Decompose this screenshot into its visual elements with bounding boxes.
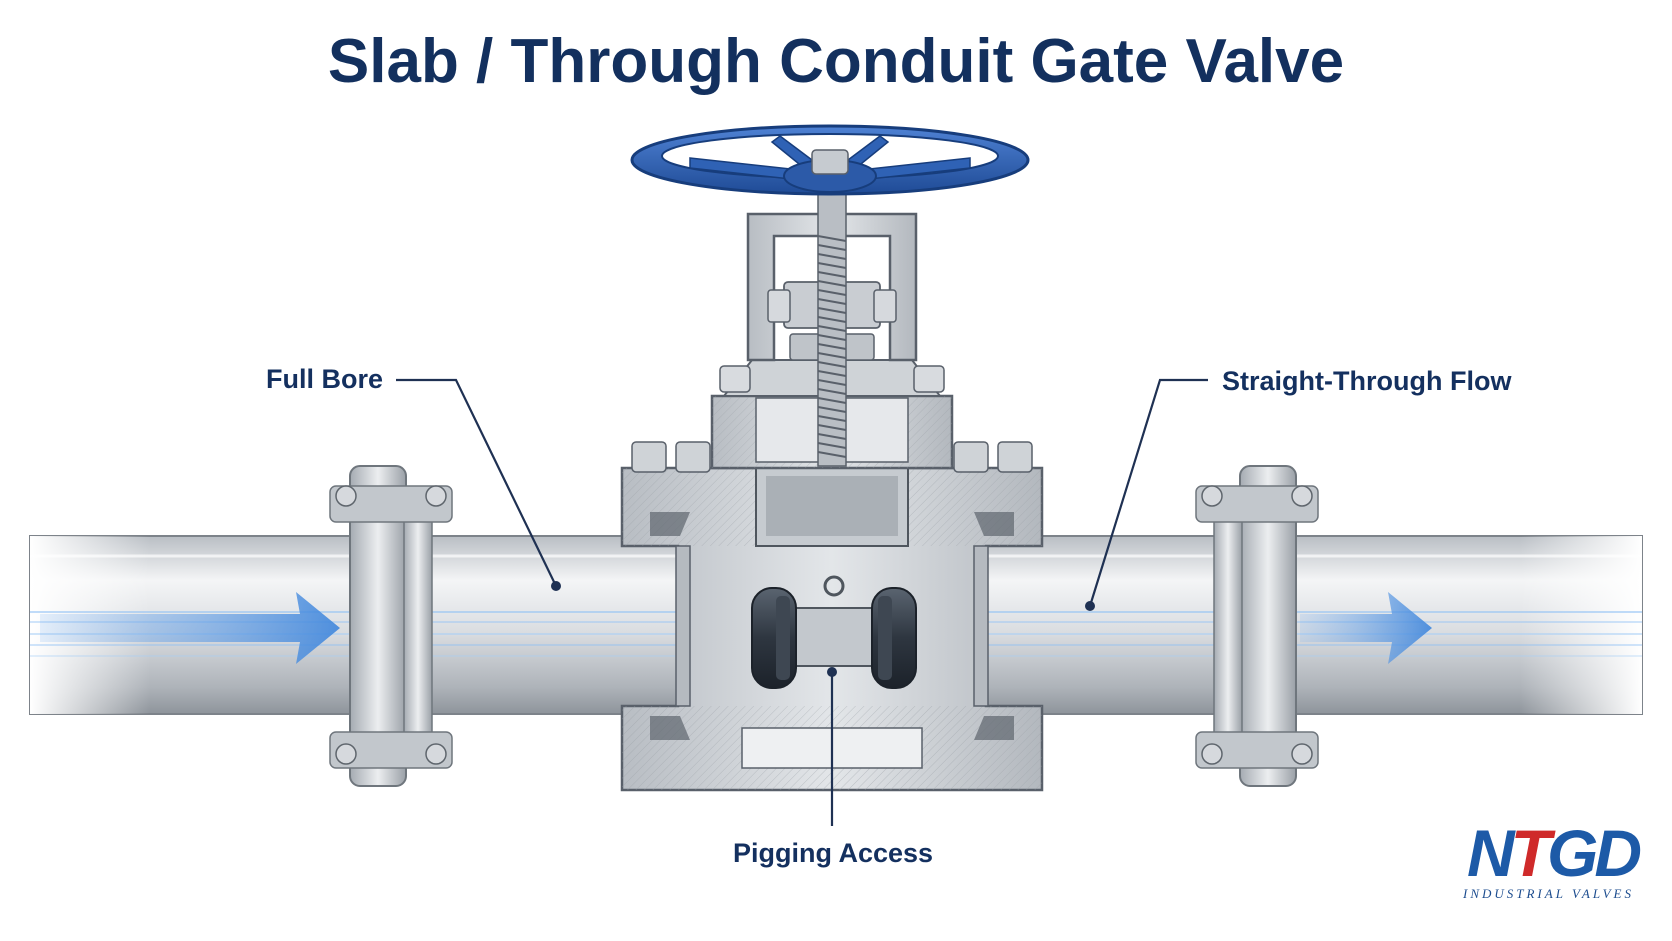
- handwheel: [630, 124, 1030, 196]
- stem-thread: [817, 442, 847, 449]
- callout-pigging-access: Pigging Access: [733, 838, 934, 868]
- stem-thread: [817, 343, 847, 350]
- stem-thread: [817, 262, 847, 269]
- stem-thread: [817, 433, 847, 440]
- flow-arrow-left: [40, 592, 340, 664]
- left-flange: [329, 465, 453, 787]
- logo-letter-n: N: [1466, 816, 1515, 890]
- marker-pigging: [827, 667, 837, 677]
- stem-thread: [817, 253, 847, 260]
- stem-thread: [817, 244, 847, 251]
- stem-thread: [817, 352, 847, 359]
- stem-thread: [817, 334, 847, 341]
- brand-logo: NTGD INDUSTRIAL VALVES: [1408, 820, 1642, 901]
- logo-subtitle: INDUSTRIAL VALVES: [1462, 886, 1634, 901]
- stem-thread: [817, 325, 847, 332]
- stem-thread: [817, 370, 847, 377]
- stem-thread: [817, 379, 847, 386]
- callout-lines: [396, 378, 1208, 826]
- stem-thread: [817, 415, 847, 422]
- page-title: Slab / Through Conduit Gate Valve: [327, 27, 1345, 96]
- marker-full-bore: [551, 581, 561, 591]
- logo-letter-t: T: [1510, 816, 1551, 890]
- stem-thread: [817, 271, 847, 278]
- logo-letters: NTGD: [1467, 820, 1642, 886]
- logo-letter-d: D: [1594, 816, 1642, 890]
- stem-thread: [817, 289, 847, 296]
- logo-letter-g: G: [1546, 816, 1598, 890]
- stem-thread: [817, 406, 847, 413]
- pipeline-pig: [751, 575, 917, 689]
- leader-straight-flow: [1088, 378, 1208, 607]
- stem-thread: [817, 280, 847, 287]
- marker-straight-flow: [1085, 601, 1095, 611]
- stem-thread: [817, 397, 847, 404]
- stem-thread: [817, 298, 847, 305]
- stem-thread: [817, 307, 847, 314]
- stem-thread: [817, 388, 847, 395]
- stem-thread: [817, 424, 847, 431]
- stem-thread: [817, 361, 847, 368]
- stem-thread: [817, 316, 847, 323]
- stem-thread: [817, 451, 847, 458]
- stem: [817, 175, 847, 467]
- bonnet: [710, 359, 954, 470]
- callout-straight-through-flow: Straight-Through Flow: [1222, 366, 1512, 396]
- stem-thread: [817, 235, 847, 242]
- leader-full-bore: [396, 378, 557, 587]
- right-flange: [1195, 465, 1319, 787]
- callout-full-bore: Full Bore: [266, 364, 384, 394]
- flow-arrow-right: [1300, 592, 1432, 664]
